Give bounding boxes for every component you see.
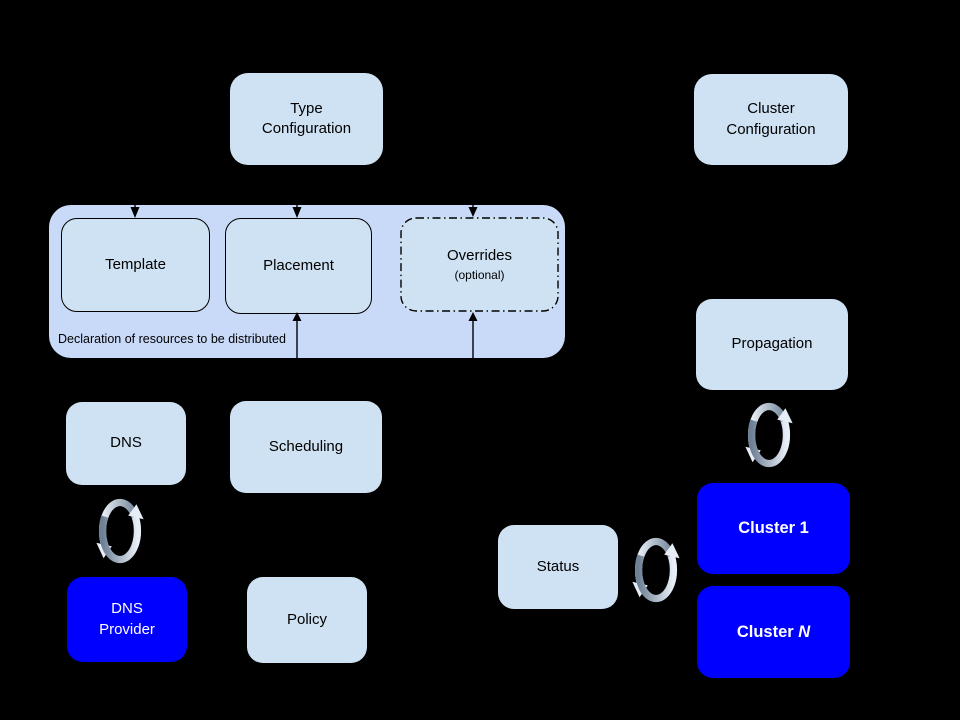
node-dns-provider: DNS Provider bbox=[67, 577, 187, 662]
node-propagation-label: Propagation bbox=[731, 335, 813, 353]
node-policy-label: Policy bbox=[286, 610, 327, 628]
node-dns: DNS bbox=[66, 402, 186, 485]
node-cluster-configuration-label: Cluster Configuration bbox=[726, 100, 816, 138]
node-propagation: Propagation bbox=[696, 299, 848, 390]
node-dns-label: DNS bbox=[110, 434, 142, 452]
declaration-group: Template Placement Overrides (optional) … bbox=[49, 205, 565, 358]
node-overrides-label: Overrides bbox=[446, 246, 513, 264]
node-template-label: Template bbox=[105, 255, 166, 273]
node-status-label: Status bbox=[536, 557, 580, 575]
cluster-n-variable: N bbox=[798, 622, 811, 641]
sync-icon bbox=[632, 537, 680, 603]
node-template: Template bbox=[61, 218, 210, 312]
declaration-group-caption: Declaration of resources to be distribut… bbox=[58, 332, 286, 346]
dash-dot-border bbox=[400, 217, 559, 312]
node-scheduling-label: Scheduling bbox=[268, 437, 344, 455]
node-cluster-1-label: Cluster 1 bbox=[738, 519, 809, 538]
node-cluster-configuration: Cluster Configuration bbox=[694, 74, 848, 165]
node-cluster-1: Cluster 1 bbox=[697, 483, 850, 574]
sync-icon bbox=[745, 402, 793, 468]
node-placement: Placement bbox=[225, 218, 372, 314]
node-type-configuration-label: Type Configuration bbox=[261, 99, 352, 137]
node-overrides-sublabel: (optional) bbox=[454, 268, 505, 283]
node-status: Status bbox=[498, 525, 618, 609]
node-placement-label: Placement bbox=[263, 256, 334, 274]
node-overrides: Overrides (optional) bbox=[400, 217, 559, 312]
node-policy: Policy bbox=[247, 577, 367, 663]
node-cluster-n-label: Cluster N bbox=[737, 621, 810, 643]
cluster-n-prefix: Cluster bbox=[736, 622, 799, 641]
node-cluster-n: Cluster N bbox=[697, 586, 850, 678]
node-dns-provider-label: DNS Provider bbox=[99, 600, 155, 638]
node-type-configuration: Type Configuration bbox=[230, 73, 383, 165]
sync-icon bbox=[96, 498, 144, 564]
node-scheduling: Scheduling bbox=[230, 401, 382, 493]
